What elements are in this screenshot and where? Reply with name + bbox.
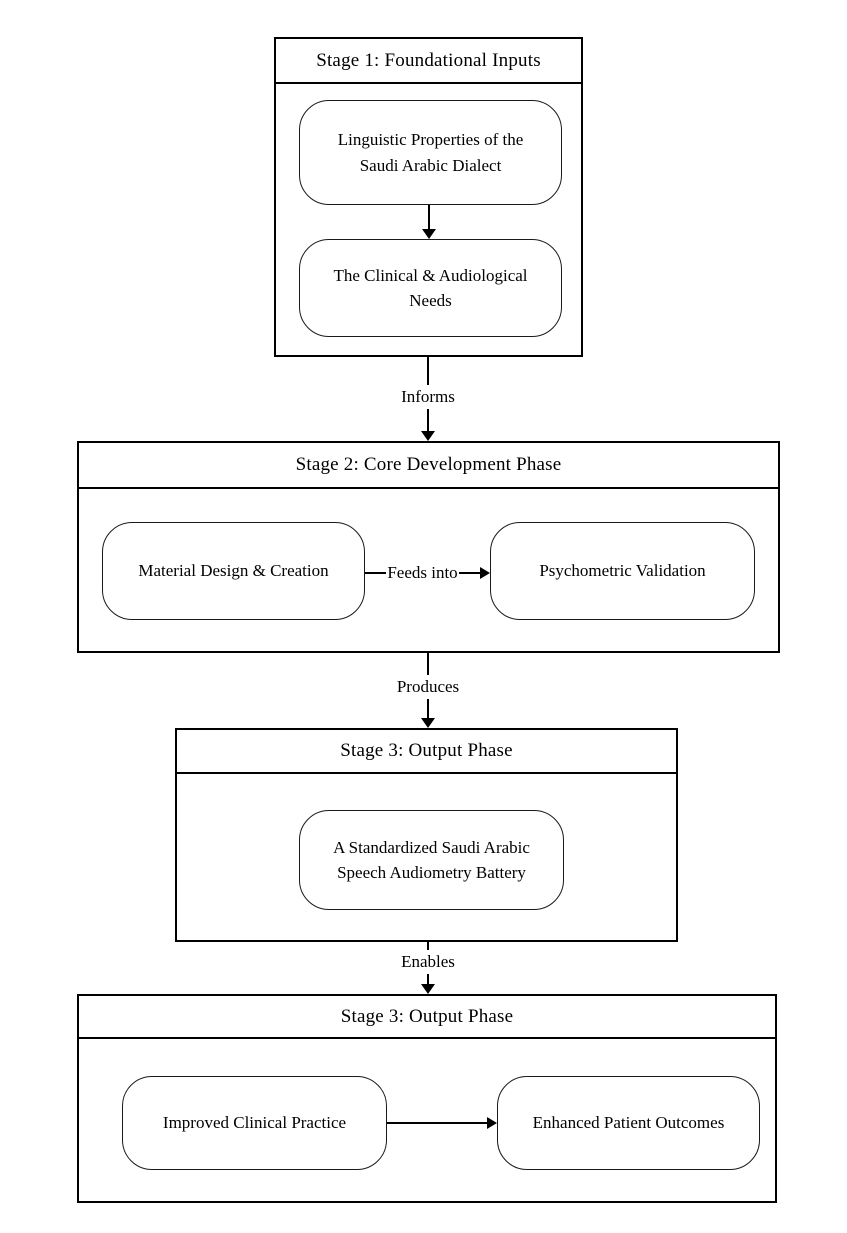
arrow-line	[427, 357, 429, 385]
arrowhead-down-icon	[421, 431, 435, 441]
node-enhanced-patient-outcomes: Enhanced Patient Outcomes	[497, 1076, 760, 1170]
node-clinical-audiological-needs: The Clinical & Audiological Needs	[299, 239, 562, 337]
feeds-into-arrow: Feeds into	[365, 560, 491, 586]
node-improved-clinical-practice: Improved Clinical Practice	[122, 1076, 387, 1170]
node-linguistic-properties: Linguistic Properties of the Saudi Arabi…	[299, 100, 562, 205]
stage-3-title: Stage 3: Output Phase	[177, 730, 676, 774]
arrow-line	[427, 653, 429, 675]
arrow-line	[458, 572, 481, 574]
connector-enables: Enables	[373, 942, 483, 994]
stage-4-container: Stage 3: Output Phase Improved Clinical …	[77, 994, 777, 1203]
arrow-line	[427, 699, 429, 718]
arrow-line	[427, 942, 429, 950]
arrow-line	[427, 409, 429, 431]
arrow-line	[428, 205, 430, 229]
node-material-design: Material Design & Creation	[102, 522, 365, 620]
arrow-line	[387, 1122, 487, 1124]
arrowhead-down-icon	[421, 718, 435, 728]
node-standardized-battery: A Standardized Saudi Arabic Speech Audio…	[299, 810, 564, 910]
stage-2-container: Stage 2: Core Development Phase Material…	[77, 441, 780, 653]
feeds-into-label: Feeds into	[387, 563, 458, 582]
node-psychometric-validation: Psychometric Validation	[490, 522, 755, 620]
outcomes-arrow	[387, 1117, 497, 1129]
connector-enables-label: Enables	[401, 952, 455, 971]
arrowhead-down-icon	[422, 229, 436, 239]
stage-1-title: Stage 1: Foundational Inputs	[276, 39, 581, 84]
connector-informs: Informs	[373, 357, 483, 441]
arrowhead-down-icon	[421, 984, 435, 994]
connector-informs-label: Informs	[401, 387, 455, 406]
stage-1-internal-arrow	[417, 205, 441, 239]
connector-produces: Produces	[373, 653, 483, 728]
stage-2-title: Stage 2: Core Development Phase	[79, 443, 778, 489]
arrow-line	[365, 572, 387, 574]
arrowhead-right-icon	[480, 567, 491, 579]
stage-4-title: Stage 3: Output Phase	[79, 996, 775, 1039]
connector-produces-label: Produces	[396, 677, 460, 696]
arrow-line	[427, 974, 429, 984]
stage-3-container: Stage 3: Output Phase A Standardized Sau…	[175, 728, 678, 942]
arrowhead-right-icon	[487, 1117, 497, 1129]
stage-1-container: Stage 1: Foundational Inputs Linguistic …	[274, 37, 583, 357]
